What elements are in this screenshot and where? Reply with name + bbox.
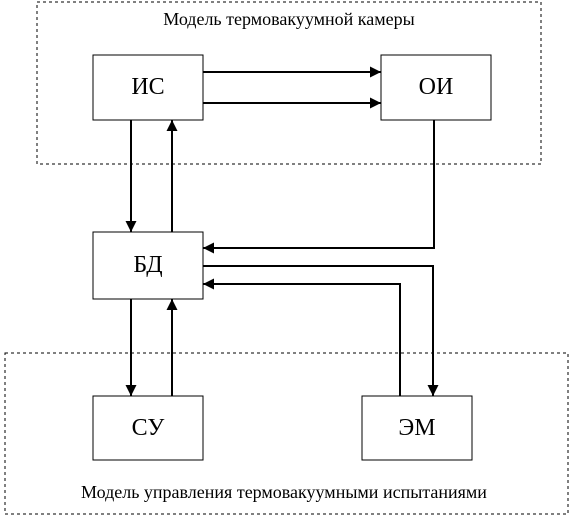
block-is: ИС <box>92 54 204 121</box>
block-bd: БД <box>92 231 204 300</box>
block-em-label: ЭМ <box>398 415 435 441</box>
block-su: СУ <box>92 395 204 461</box>
thermovacuum-chamber-model-region <box>36 1 542 165</box>
block-bd-label: БД <box>133 252 162 278</box>
block-su-label: СУ <box>132 415 165 441</box>
block-is-label: ИС <box>131 74 164 100</box>
test-control-model-label: Модель управления термовакуумными испыта… <box>81 482 487 502</box>
block-oi-label: ОИ <box>419 74 454 100</box>
block-oi: ОИ <box>380 54 492 121</box>
arrow-em-to-bd <box>203 278 401 396</box>
arrow-bd-to-em <box>203 265 439 396</box>
arrow-oi-to-bd <box>203 120 435 254</box>
thermovacuum-chamber-model-label: Модель термовакуумной камеры <box>163 9 414 29</box>
block-em: ЭМ <box>361 395 473 461</box>
test-control-model-region <box>4 352 569 515</box>
